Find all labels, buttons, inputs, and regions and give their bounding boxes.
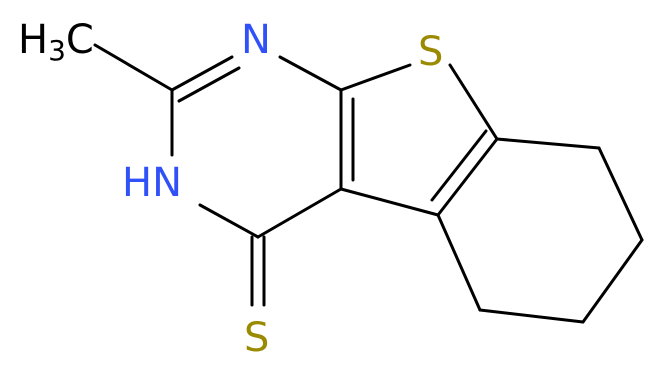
methyl-label: H3C — [18, 17, 94, 67]
atom-labels: H3C N HN S S — [18, 17, 443, 361]
bond-c4c-c4b — [436, 213, 482, 312]
nh-label: HN — [122, 160, 182, 206]
bond-c5-c4c — [478, 308, 585, 324]
bond-c7-c6 — [597, 146, 644, 242]
bond-c2-n-double-b — [177, 66, 241, 103]
bond-c7a-c7 — [495, 137, 601, 150]
bond-n-c8a — [278, 55, 343, 92]
bond-c8a-s — [339, 63, 412, 92]
bond-c4b-c7a-inner — [430, 129, 488, 202]
bond-nh-c4 — [198, 203, 260, 239]
bond-c4a-c4b — [339, 187, 440, 217]
bond-c4b-c7a — [436, 137, 499, 217]
bond-c6-c5 — [581, 238, 644, 324]
bond-c2-n-double-a — [170, 55, 234, 92]
bond-c4-c4a — [256, 187, 343, 239]
thione-sulfur-label: S — [244, 315, 269, 361]
nitrogen-label: N — [241, 17, 271, 63]
bonds — [93, 43, 644, 324]
bond-s-c7a — [448, 63, 499, 141]
ring-sulfur-label: S — [418, 29, 443, 75]
bond-methyl-c2 — [93, 43, 174, 92]
